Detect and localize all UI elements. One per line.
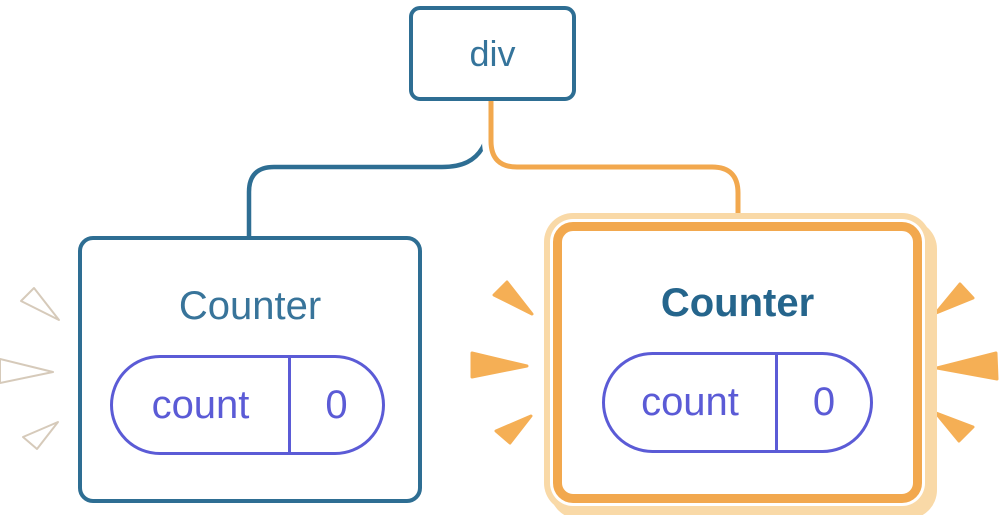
emphasis-sparks-left: [0, 287, 60, 450]
spark-icon: [934, 411, 975, 443]
counter-title: Counter: [660, 281, 815, 325]
counter-title: Counter: [178, 284, 322, 328]
state-value-cell: 0: [288, 358, 382, 452]
state-pill: count 0: [602, 352, 873, 453]
state-name-cell: count: [641, 380, 739, 424]
spark-icon: [934, 282, 975, 315]
spark-icon: [0, 358, 54, 384]
emphasis-sparks-middle: [470, 280, 534, 445]
emphasis-sparks-right: [934, 282, 999, 443]
edge-root-to-right-counter: [488, 95, 741, 235]
counter-card-right: Counter count 0: [553, 222, 922, 503]
spark-icon: [22, 421, 59, 450]
counter-card-left: Counter count 0: [78, 236, 422, 503]
spark-icon: [935, 351, 999, 381]
state-pill: count 0: [110, 355, 385, 455]
spark-icon: [492, 280, 534, 316]
state-name-cell: count: [151, 382, 250, 427]
spark-icon: [20, 287, 60, 321]
spark-icon: [470, 351, 529, 379]
edge-root-to-left-counter: [246, 96, 497, 240]
root-node: div: [409, 6, 576, 101]
spark-icon: [494, 414, 533, 445]
state-value-cell: 0: [775, 355, 870, 450]
